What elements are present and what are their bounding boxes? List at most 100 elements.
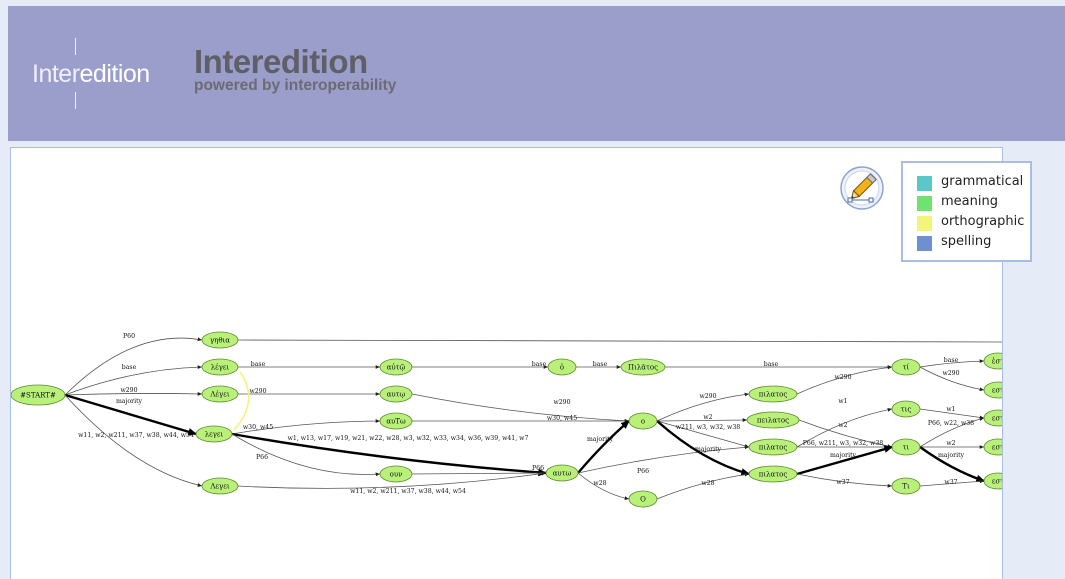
graph-node-n4[interactable]: λεγει bbox=[195, 425, 233, 443]
brand-block: Interedition powered by interoperability bbox=[194, 44, 396, 95]
graph-node-n9[interactable]: ουν bbox=[379, 465, 413, 483]
edge-label: w28 bbox=[593, 480, 606, 487]
node-ellipse bbox=[983, 472, 1002, 490]
node-ellipse bbox=[620, 358, 666, 376]
node-label: πιλατος bbox=[759, 444, 788, 452]
graph-edge bbox=[411, 393, 630, 423]
graph-edge bbox=[237, 339, 1002, 343]
logo-edition: edition bbox=[79, 60, 151, 88]
graph-edge bbox=[577, 445, 750, 474]
graph-edge bbox=[656, 420, 750, 448]
edge-label: w211, w3, w32, w38 bbox=[676, 424, 741, 431]
graph-node-n5[interactable]: Λεγει bbox=[201, 477, 239, 495]
node-label: λεγει bbox=[205, 431, 224, 439]
node-label: τι bbox=[903, 444, 910, 452]
graph-node-n8[interactable]: αυΤω bbox=[379, 412, 413, 430]
graph-node-n2[interactable]: λέγει bbox=[201, 358, 239, 376]
graph-node-n17[interactable]: πιλατος bbox=[748, 438, 798, 456]
logo-inter: Inter bbox=[32, 60, 80, 88]
node-label: #START# bbox=[20, 392, 56, 400]
node-label: αυτῳ bbox=[387, 391, 406, 399]
graph-node-n18[interactable]: πιλατος bbox=[748, 465, 798, 483]
node-ellipse bbox=[11, 384, 66, 406]
graph-node-n26[interactable]: εστ bbox=[983, 438, 1002, 456]
graph-node-n10[interactable]: ὁ bbox=[547, 358, 577, 376]
edge-label: w2 bbox=[703, 414, 712, 421]
graph-node-n23[interactable]: ἐστ bbox=[983, 352, 1002, 370]
node-ellipse bbox=[983, 352, 1002, 370]
graph-node-n21[interactable]: τι bbox=[891, 438, 921, 456]
graph-edge bbox=[577, 472, 630, 501]
graph-node-n6[interactable]: αὐτῷ bbox=[379, 358, 413, 376]
edge-label: majority bbox=[938, 452, 965, 459]
graph-edge bbox=[796, 445, 893, 476]
graph-node-n27[interactable]: εστ bbox=[983, 472, 1002, 490]
edge-label: w30, w45 bbox=[243, 424, 273, 431]
node-label: αὐτῷ bbox=[387, 364, 406, 372]
graph-node-start[interactable]: #START# bbox=[11, 384, 66, 406]
node-label: εστ bbox=[992, 444, 1002, 452]
graph-node-n13[interactable]: αυτω bbox=[545, 464, 579, 482]
edge-label: base bbox=[122, 364, 137, 371]
node-label: εστ bbox=[992, 387, 1002, 395]
interedition-logo[interactable]: Interedition bbox=[32, 36, 172, 112]
graph-edge bbox=[64, 337, 203, 396]
graph-node-n19[interactable]: τί bbox=[891, 358, 921, 376]
legend-label: spelling bbox=[941, 234, 992, 249]
node-ellipse bbox=[983, 438, 1002, 456]
graph-edge bbox=[656, 392, 750, 422]
graph-node-n1[interactable]: γηθια bbox=[201, 331, 239, 349]
node-ellipse bbox=[201, 358, 239, 376]
edge-label: P66, w22, w38 bbox=[928, 420, 974, 427]
edge-label: majority bbox=[695, 446, 722, 453]
graph-edge bbox=[231, 432, 547, 477]
node-label: τί bbox=[903, 363, 910, 372]
graph-node-n20[interactable]: τις bbox=[891, 400, 921, 418]
graph-node-n14[interactable]: Ο bbox=[628, 490, 658, 508]
site-title: Interedition bbox=[194, 43, 368, 80]
node-label: εστ bbox=[992, 415, 1002, 423]
edge-label: P66 bbox=[637, 468, 649, 475]
edge-label: majority bbox=[587, 436, 614, 443]
edge-label: majority bbox=[830, 452, 857, 459]
pencil-icon bbox=[840, 166, 884, 210]
edge-label: base bbox=[764, 361, 779, 368]
node-ellipse bbox=[201, 385, 239, 403]
node-ellipse bbox=[628, 490, 658, 508]
legend-swatch bbox=[917, 176, 932, 191]
edge-label: w1 bbox=[838, 398, 847, 405]
graph-node-n22[interactable]: Τι bbox=[891, 477, 921, 495]
node-ellipse bbox=[983, 409, 1002, 427]
edge-label: w290 bbox=[120, 387, 137, 394]
graph-node-n3[interactable]: Λέγει bbox=[201, 385, 239, 403]
graph-node-n15[interactable]: πιλατος bbox=[748, 385, 798, 403]
node-ellipse bbox=[628, 412, 658, 430]
graph-edge bbox=[796, 407, 893, 448]
node-label: Τι bbox=[902, 483, 910, 491]
edge-label: w2 bbox=[838, 422, 847, 429]
edit-pencil-button[interactable] bbox=[840, 166, 884, 210]
edge-label: w1, w13, w17, w19, w21, w22, w28, w3, w3… bbox=[288, 435, 529, 442]
edge-label: base bbox=[944, 357, 959, 364]
graph-edge bbox=[64, 391, 203, 396]
graph-node-n24[interactable]: εστ bbox=[983, 381, 1002, 399]
edge-label: w1 bbox=[946, 406, 955, 413]
node-label: αυτω bbox=[553, 470, 572, 478]
graph-edge bbox=[919, 408, 985, 420]
edge-label: majority bbox=[116, 398, 143, 405]
node-label: Πιλᾶτος bbox=[628, 364, 658, 372]
graph-node-n7[interactable]: αυτῳ bbox=[379, 385, 413, 403]
site-subtitle: powered by interoperability bbox=[194, 77, 397, 94]
graph-node-n12[interactable]: ο bbox=[628, 412, 658, 430]
edge-label: w290 bbox=[553, 399, 570, 406]
legend-label: orthographic bbox=[941, 214, 1025, 229]
graph-node-n25[interactable]: εστ bbox=[983, 409, 1002, 427]
edge-label: w290 bbox=[834, 374, 851, 381]
edge-label: w290 bbox=[249, 388, 266, 395]
node-label: γηθια bbox=[210, 337, 230, 345]
graph-node-n16[interactable]: πειλατος bbox=[746, 411, 800, 429]
graph-node-n11[interactable]: Πιλᾶτος bbox=[620, 358, 666, 376]
